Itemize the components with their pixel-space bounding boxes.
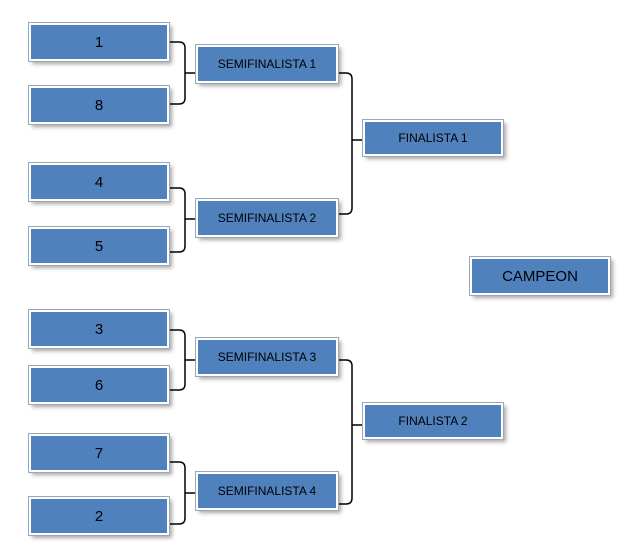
champion-box: CAMPEON <box>469 256 611 296</box>
seed-box-1: 1 <box>28 22 170 62</box>
seed-box-2: 2 <box>28 496 170 536</box>
seed-label: 6 <box>94 376 104 394</box>
seed-box-5: 5 <box>28 226 170 266</box>
final-box-2: FINALISTA 2 <box>362 402 504 440</box>
semifinal-label: SEMIFINALISTA 3 <box>217 350 317 364</box>
champion-label: CAMPEON <box>502 267 578 285</box>
seed-box-4: 4 <box>28 162 170 202</box>
semifinal-label: SEMIFINALISTA 1 <box>217 57 317 71</box>
seed-label: 8 <box>94 96 104 114</box>
semifinal-box-3: SEMIFINALISTA 3 <box>195 337 339 377</box>
connector-semis-3-4 <box>339 359 362 505</box>
final-box-1: FINALISTA 1 <box>362 119 504 157</box>
seed-label: 4 <box>94 173 104 191</box>
connector-seeds-4-5 <box>169 187 195 253</box>
semifinal-label: SEMIFINALISTA 2 <box>217 211 317 225</box>
connector-semis-1-2 <box>339 72 362 215</box>
semifinal-label: SEMIFINALISTA 4 <box>217 484 317 498</box>
semifinal-box-1: SEMIFINALISTA 1 <box>195 44 339 84</box>
seed-label: 3 <box>94 320 104 338</box>
semifinal-box-2: SEMIFINALISTA 2 <box>195 198 339 238</box>
seed-box-7: 7 <box>28 433 170 473</box>
seed-label: 5 <box>94 237 104 255</box>
seed-box-6: 6 <box>28 365 170 405</box>
semifinal-box-4: SEMIFINALISTA 4 <box>195 471 339 511</box>
connector-seeds-1-8 <box>169 41 195 105</box>
final-label: FINALISTA 2 <box>398 414 468 428</box>
connector-seeds-7-2 <box>169 461 195 525</box>
seed-box-8: 8 <box>28 85 170 125</box>
seed-label: 1 <box>94 33 104 51</box>
seed-label: 7 <box>94 444 104 462</box>
connector-seeds-3-6 <box>169 329 195 391</box>
final-label: FINALISTA 1 <box>398 131 468 145</box>
seed-label: 2 <box>94 507 104 525</box>
seed-box-3: 3 <box>28 309 170 349</box>
